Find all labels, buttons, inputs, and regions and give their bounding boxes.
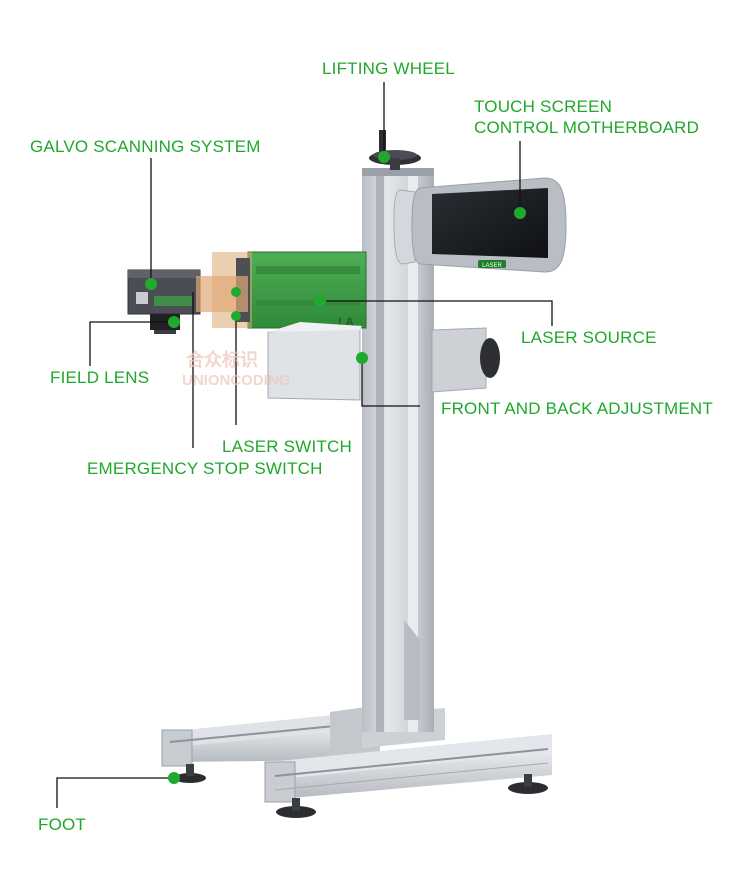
callout-line-foot [56,777,174,808]
callout-lines [56,82,553,808]
label-foot: FOOT [38,815,87,834]
callout-dots [145,151,526,784]
dot-field-lens [168,316,180,328]
watermark-en: UNIONCODING [182,372,291,389]
label-lifting-wheel: LIFTING WHEEL [322,59,455,78]
label-field-lens: FIELD LENS [50,368,150,387]
label-laser-source: LASER SOURCE [521,328,657,347]
label-touch-screen-1: TOUCH SCREEN [474,97,613,116]
dot-laser-source [314,295,326,307]
label-laser-switch: LASER SWITCH [222,437,352,456]
dot-foot [168,772,180,784]
dot-galvo [145,278,157,290]
dot-emergency-stop [231,287,241,297]
label-galvo: GALVO SCANNING SYSTEM [30,137,261,156]
touch-screen-unit: LASER [393,177,567,273]
screen-badge: LASER [482,263,502,269]
dot-front-back [356,352,368,364]
dot-laser-switch [231,311,241,321]
feet [174,764,548,818]
dot-touch-screen [514,207,526,219]
adjustment-block [267,322,500,401]
callout-line-field-lens [89,321,174,366]
label-front-back: FRONT AND BACK ADJUSTMENT [441,399,713,418]
callout-line-laser-source [320,300,553,326]
watermark-cn: 合众标识 [186,350,258,370]
dot-lifting-wheel [378,151,390,163]
galvo-head [127,269,248,334]
callout-line-front-back [361,358,420,407]
base-frame [161,705,552,803]
vertical-column [362,168,434,732]
label-emergency-stop: EMERGENCY STOP SWITCH [87,459,323,478]
label-touch-screen-2: CONTROL MOTHERBOARD [474,118,700,137]
lifting-wheel [369,130,421,170]
